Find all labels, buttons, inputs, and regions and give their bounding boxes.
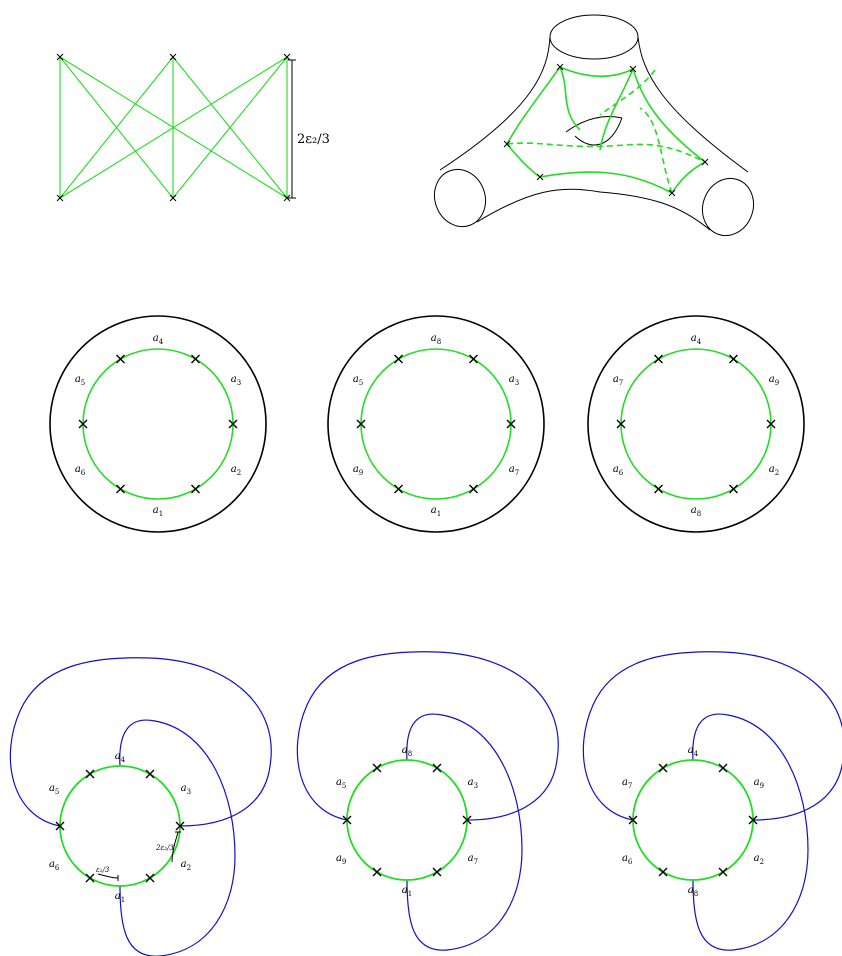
arc-label: a8 [402, 745, 412, 758]
vertex-cross [373, 868, 381, 876]
arc-label: a8 [691, 505, 701, 518]
vertex-cross [192, 355, 200, 363]
vertex-cross [373, 764, 381, 772]
vertex-cross [395, 485, 403, 493]
arc-label: a5 [336, 777, 346, 790]
arc-label: a8 [688, 885, 698, 898]
vertex-cross [730, 485, 738, 493]
vertex-cross [433, 764, 441, 772]
arc-label: a1 [115, 891, 125, 904]
annuli-row: a4 a3 a2 a1 a6 a5 a8 a3 a7 a1 a9 a5 a4 a9 a2 a8 a6 a7 [50, 316, 804, 532]
surface-vertices [504, 64, 708, 196]
arc-bracket-short [98, 874, 118, 878]
arc-label: a7 [613, 374, 623, 387]
loop-diagram-3: a4 a9 a2 a8 a6 a7 [583, 652, 842, 950]
arc-label: a9 [754, 777, 764, 790]
blue-loop-outer [297, 652, 558, 820]
arc-label: a7 [622, 777, 632, 790]
arc-label: a4 [115, 751, 126, 764]
blue-loop-outer [583, 652, 842, 820]
height-label: 2ε₂/3 [297, 132, 330, 147]
arc-label: a2 [231, 464, 241, 477]
arc-label: a6 [613, 464, 624, 477]
arc-label: a7 [509, 464, 519, 477]
loops-row: a4a3a2a1a6a52ε₂/3ε₂/3a8a3a7a1a9a5a4a9a2a… [10, 652, 842, 956]
green-circle [633, 760, 753, 880]
arc-label: a3 [509, 374, 519, 387]
arc-label: a3 [231, 374, 241, 387]
arc-label: a6 [75, 464, 86, 477]
arc-label: a1 [402, 885, 412, 898]
arc-label-short: ε₂/3 [96, 866, 110, 874]
blue-loop-inner [120, 720, 235, 956]
arc-label: a5 [353, 374, 363, 387]
arc-label: a9 [769, 374, 779, 387]
annulus-3: a4 a9 a2 a8 a6 a7 [588, 316, 804, 532]
arc-label: a4 [688, 745, 699, 758]
height-bracket [288, 60, 296, 198]
annulus-2: a8 a3 a7 a1 a9 a5 [328, 316, 544, 532]
blue-loop-inner [693, 714, 808, 950]
arc-label: a3 [468, 777, 478, 790]
vertex-cross [659, 764, 667, 772]
green-circle [361, 349, 511, 499]
vertex-cross [86, 770, 94, 778]
arc-label: a4 [691, 333, 702, 346]
arc-label: a7 [468, 853, 478, 866]
arc-label: a1 [431, 505, 441, 518]
arc-label-long: 2ε₂/3 [155, 844, 174, 852]
arc-label: a9 [336, 853, 346, 866]
vertex-cross [117, 485, 125, 493]
vertex-cross [146, 874, 154, 882]
loop-diagram-2: a8 a3 a7 a1 a9 a5 [297, 652, 558, 950]
vertex-cross [433, 868, 441, 876]
arc-label: a6 [622, 853, 633, 866]
green-circle [60, 766, 180, 886]
arc-label: a2 [769, 464, 779, 477]
bipartite-graph [60, 57, 287, 198]
vertex-cross [470, 355, 478, 363]
arc-label: a2 [181, 859, 191, 872]
blue-loop-outer [10, 658, 271, 826]
arc-label: a2 [754, 853, 764, 866]
blue-loop-inner [407, 714, 522, 950]
surface [427, 15, 762, 243]
vertex-cross [470, 485, 478, 493]
loop-diagram-1: a4 a3 a2 a1 a6 a5 2ε₂/3 ε₂/3 [10, 658, 271, 956]
vertex-cross [146, 770, 154, 778]
vertex-cross [730, 355, 738, 363]
vertex-cross [719, 868, 727, 876]
annulus-1: a4 a3 a2 a1 a6 a5 [50, 316, 266, 532]
green-circle [621, 349, 771, 499]
arc-label: a5 [75, 374, 85, 387]
arc-label: a6 [49, 859, 60, 872]
vertex-cross [86, 874, 94, 882]
surface-curves [507, 67, 705, 193]
arc-label: a5 [49, 783, 59, 796]
arc-label: a3 [181, 783, 191, 796]
arc-label: a4 [153, 333, 164, 346]
vertex-cross [655, 355, 663, 363]
green-circle [83, 349, 233, 499]
vertex-cross [719, 764, 727, 772]
arc-label: a1 [153, 505, 163, 518]
green-circle [347, 760, 467, 880]
vertex-cross [117, 355, 125, 363]
vertex-cross [655, 485, 663, 493]
arc-label: a8 [431, 333, 441, 346]
vertex-cross [659, 868, 667, 876]
vertex-cross [192, 485, 200, 493]
vertex-cross [395, 355, 403, 363]
arc-label: a9 [353, 464, 363, 477]
